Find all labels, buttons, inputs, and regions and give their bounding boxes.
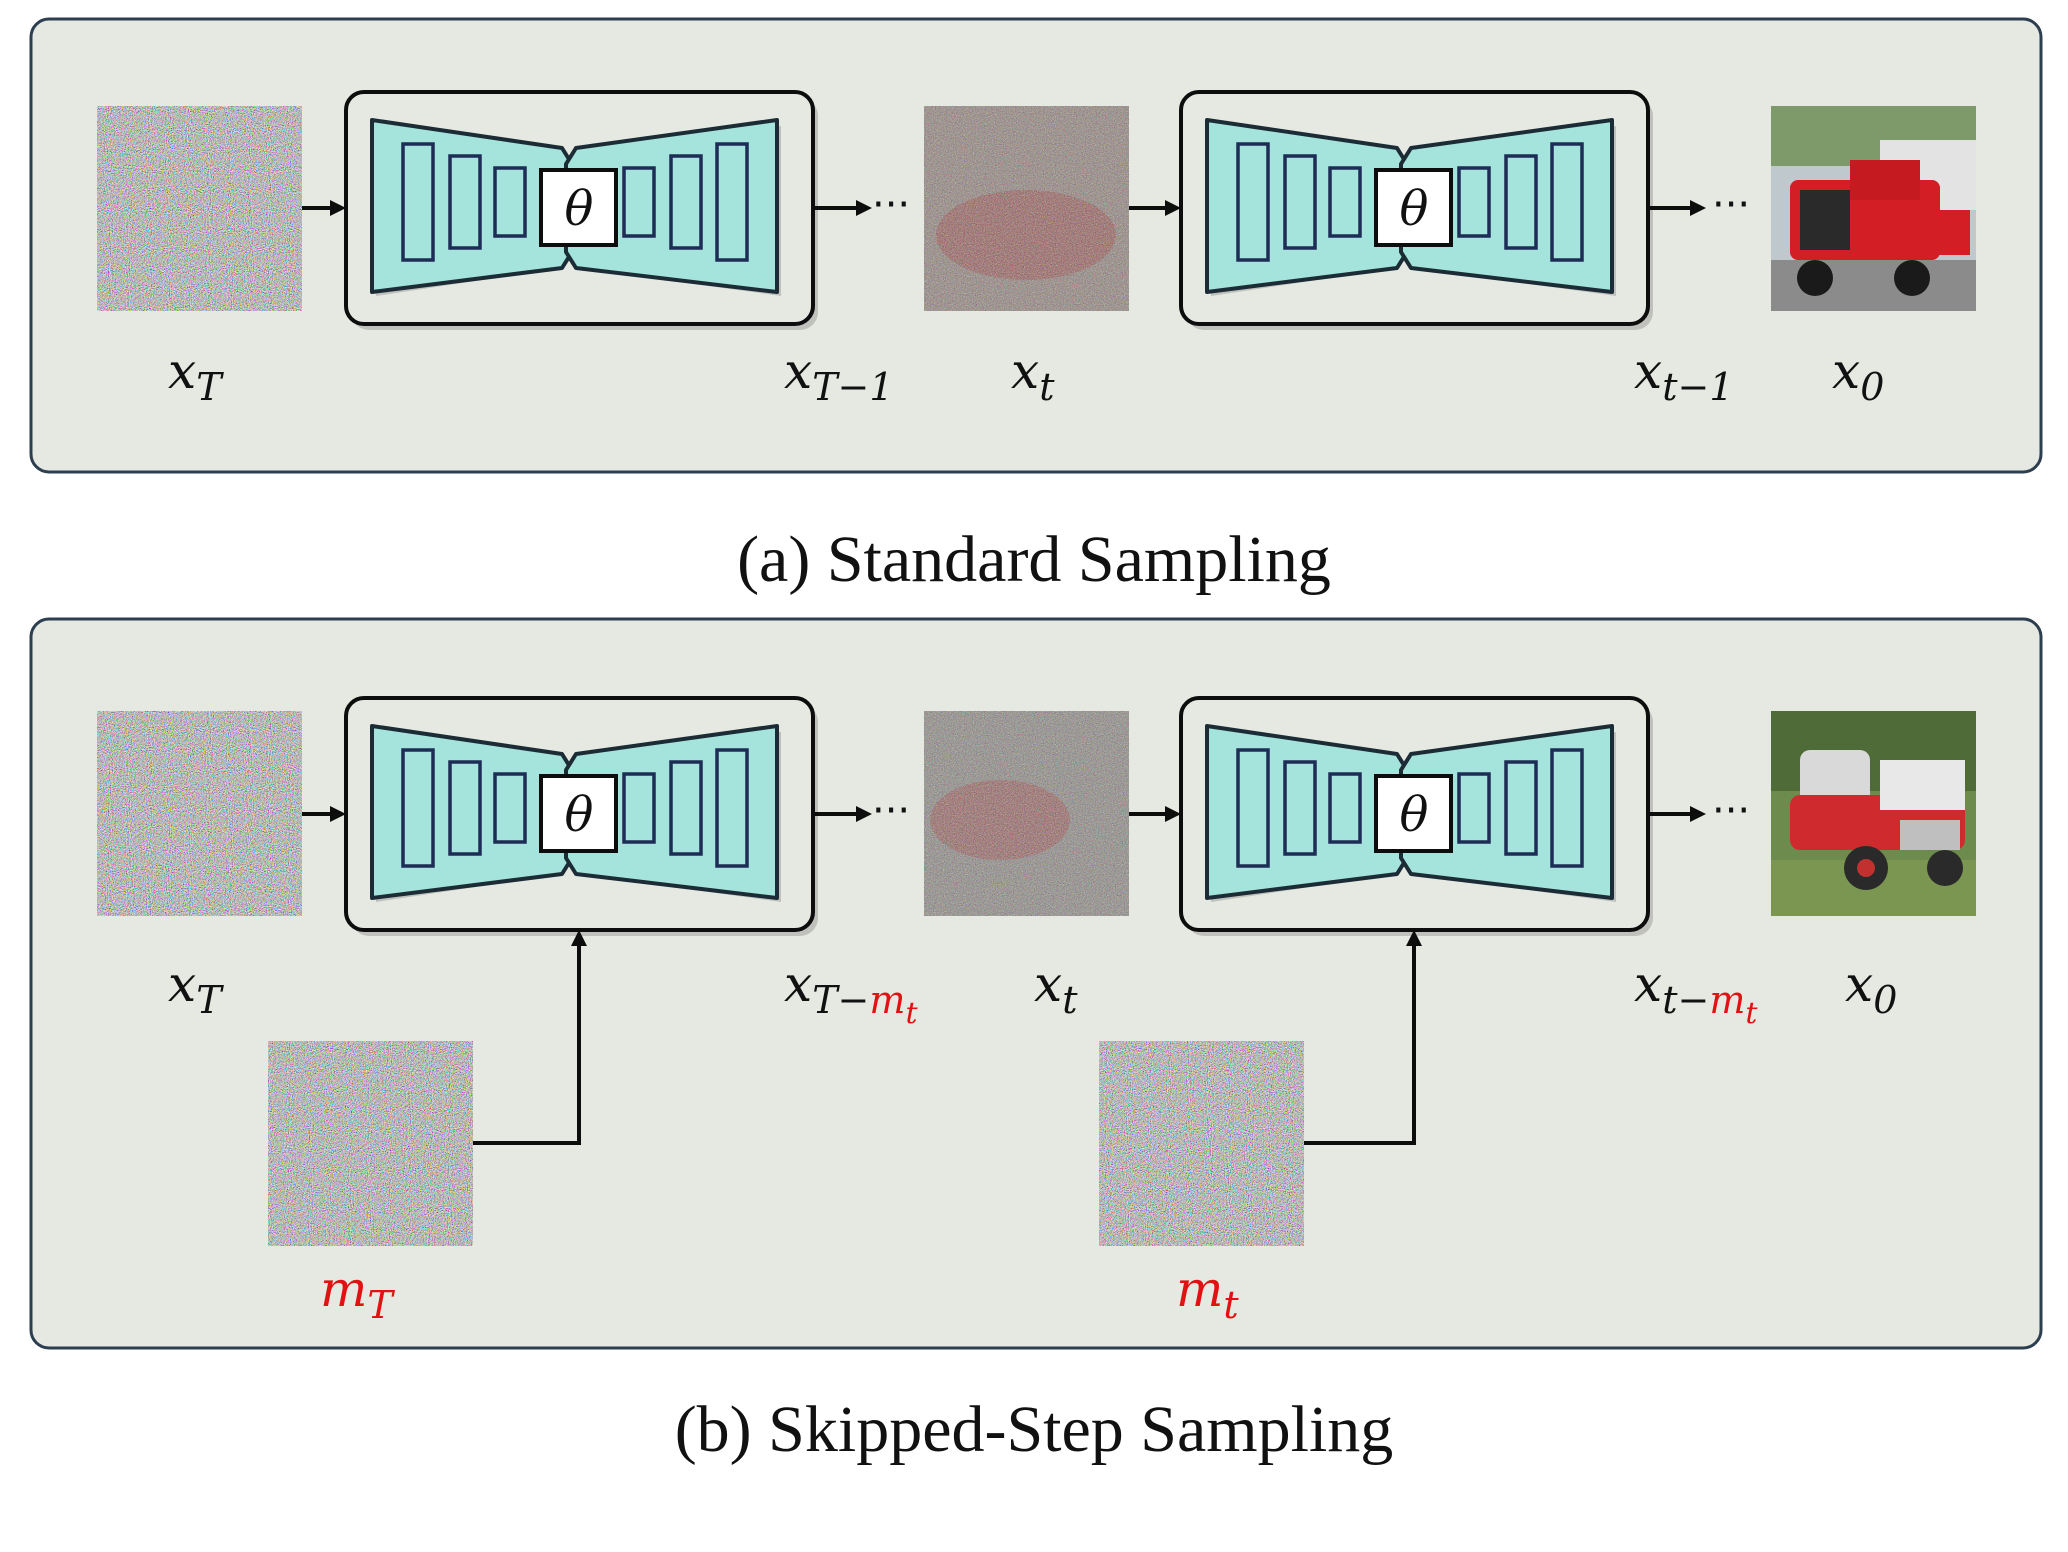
label-x-T: xT (168, 955, 224, 1022)
label-m-T: mT (320, 1260, 395, 1327)
arrow-head (1406, 930, 1422, 946)
label-x-0: x0 (1845, 955, 1897, 1022)
theta-box (1374, 168, 1453, 247)
arrow-head (856, 200, 872, 216)
label-x-0: x0 (1832, 342, 1884, 409)
unet-icon: θ (344, 696, 818, 936)
label-x-T-minus-m-t: xT−mt (784, 955, 918, 1031)
panel-standard-sampling: θ ··· θ (29, 17, 2043, 474)
caption-skipped-step-sampling: (b) Skipped-Step Sampling (675, 1393, 1394, 1466)
model-parameter-symbol: θ (565, 787, 594, 843)
label-x-T-minus-1: xT−1 (784, 342, 894, 409)
arrow-head (571, 930, 587, 946)
arrow-mask-to-network (1304, 946, 1416, 1145)
fire-truck-photo-icon (1771, 106, 1976, 311)
label-x-t-minus-1: xt−1 (1634, 342, 1734, 409)
arrow-head (1165, 200, 1181, 216)
caption-standard-sampling: (a) Standard Sampling (737, 523, 1331, 596)
arrow-head (330, 806, 346, 822)
theta-box (1374, 774, 1453, 853)
arrow-head (1690, 806, 1706, 822)
ellipsis: ··· (1712, 182, 1750, 228)
unet-icon: θ (344, 90, 818, 330)
theta-box (539, 168, 618, 247)
label-x-t-minus-m-t: xt−mt (1634, 955, 1758, 1031)
unet-icon: θ (1179, 696, 1653, 936)
random-noise-image-icon (268, 1041, 473, 1246)
model-parameter-symbol: θ (1400, 181, 1429, 237)
model-parameter-symbol: θ (565, 181, 594, 237)
ellipsis: ··· (872, 182, 910, 228)
panel-skipped-step-sampling: θ ··· θ (29, 617, 2043, 1350)
ellipsis: ··· (872, 788, 910, 834)
unet-icon: θ (1179, 90, 1653, 330)
arrow-head (1690, 200, 1706, 216)
partially-denoised-image-icon (924, 711, 1129, 916)
arrow-head (856, 806, 872, 822)
label-x-T: xT (168, 342, 224, 409)
model-parameter-symbol: θ (1400, 787, 1429, 843)
random-noise-image-icon (97, 711, 302, 916)
random-noise-image-icon (97, 106, 302, 311)
label-m-t: mt (1176, 1260, 1239, 1327)
partially-denoised-image-icon (924, 106, 1129, 311)
ellipsis: ··· (1712, 788, 1750, 834)
arrow-mask-to-network (473, 946, 581, 1145)
label-x-t: xt (1034, 955, 1078, 1022)
label-x-t: xt (1011, 342, 1055, 409)
theta-box (539, 774, 618, 853)
arrow-head (1165, 806, 1181, 822)
fire-truck-photo-icon (1771, 711, 1976, 916)
random-noise-image-icon (1099, 1041, 1304, 1246)
arrow-head (330, 200, 346, 216)
